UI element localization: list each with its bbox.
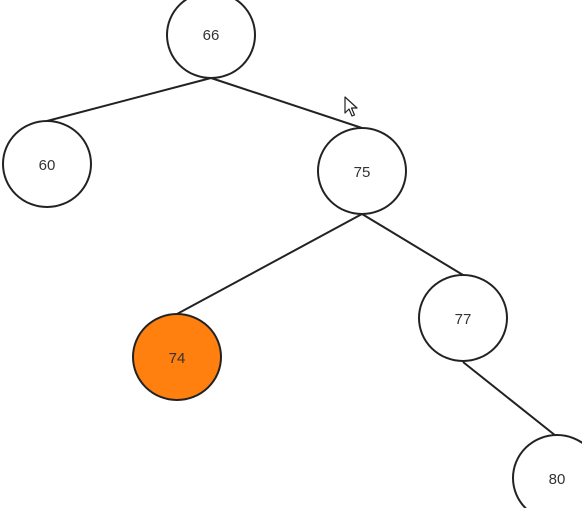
node-label: 80 xyxy=(549,471,566,488)
node-circle xyxy=(2,120,92,208)
node-label: 74 xyxy=(169,350,186,367)
tree-node-80[interactable]: 80 xyxy=(512,434,582,508)
node-label: 60 xyxy=(39,157,56,174)
tree-node-66[interactable]: 66 xyxy=(166,0,256,79)
edge-66-60 xyxy=(46,77,212,122)
edge-75-74 xyxy=(176,213,363,315)
edge-77-80 xyxy=(462,361,557,437)
tree-node-60[interactable]: 60 xyxy=(2,120,92,208)
node-circle xyxy=(512,434,582,508)
edges xyxy=(46,77,557,437)
node-circle-highlighted xyxy=(132,313,222,401)
tree-node-77[interactable]: 77 xyxy=(418,274,508,362)
node-circle xyxy=(418,274,508,362)
node-circle xyxy=(317,127,407,215)
node-label: 66 xyxy=(203,27,220,44)
node-label: 77 xyxy=(455,311,472,328)
edge-75-77 xyxy=(361,213,464,276)
tree-node-75[interactable]: 75 xyxy=(317,127,407,215)
node-circle xyxy=(166,0,256,79)
node-label: 75 xyxy=(354,164,371,181)
tree-node-74[interactable]: 74 xyxy=(132,313,222,401)
mouse-pointer-icon xyxy=(344,96,358,117)
edge-66-75 xyxy=(210,77,363,129)
